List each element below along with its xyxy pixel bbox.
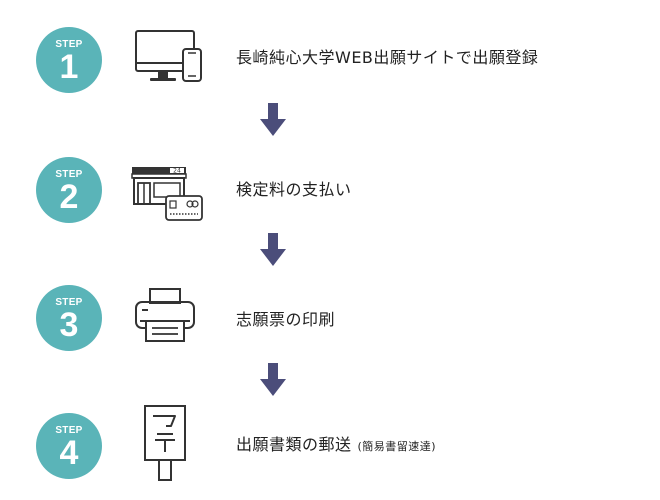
step-label: STEP: [55, 425, 83, 436]
computer-and-phone-icon: [135, 30, 202, 82]
step-3: STEP 3 志願票の印刷: [0, 275, 660, 365]
step-label: STEP: [55, 169, 83, 180]
step-number: 2: [59, 178, 79, 216]
step-4: STEP 4 出願書類の郵送 (簡易書留速達): [0, 405, 660, 495]
step-badge: STEP 4: [36, 413, 102, 479]
step-text: 出願書類の郵送 (簡易書留速達): [236, 431, 436, 455]
convenience-store-and-card-icon: 24: [131, 167, 203, 221]
step-text: 長崎純心大学WEB出願サイトで出願登録: [236, 44, 538, 68]
down-arrow-icon: [260, 233, 286, 266]
step-description: 長崎純心大学WEB出願サイトで出願登録: [236, 48, 539, 67]
step-badge: STEP 2: [36, 157, 102, 223]
step-number: 4: [59, 434, 79, 472]
down-arrow-icon: [260, 363, 286, 396]
step-text: 検定料の支払い: [236, 176, 352, 200]
step-description: 検定料の支払い: [236, 180, 352, 199]
step-badge: STEP 1: [36, 27, 102, 93]
store-sign-text: 24: [173, 168, 181, 175]
step-1: STEP 1 長崎純心大学WEB出願サイトで出願登録: [0, 15, 660, 105]
step-number: 3: [59, 306, 79, 344]
step-2: STEP 2 24 検定料の支払い: [0, 145, 660, 235]
printer-icon: [135, 288, 195, 342]
step-badge: STEP 3: [36, 285, 102, 351]
step-description: 志願票の印刷: [236, 310, 336, 329]
step-number: 1: [59, 48, 79, 86]
step-text: 志願票の印刷: [236, 306, 335, 330]
postbox-icon: [144, 405, 186, 481]
step-note: (簡易書留速達): [357, 440, 437, 453]
step-label: STEP: [55, 39, 83, 50]
down-arrow-icon: [260, 103, 286, 136]
step-description: 出願書類の郵送: [236, 435, 352, 454]
step-label: STEP: [55, 297, 83, 308]
